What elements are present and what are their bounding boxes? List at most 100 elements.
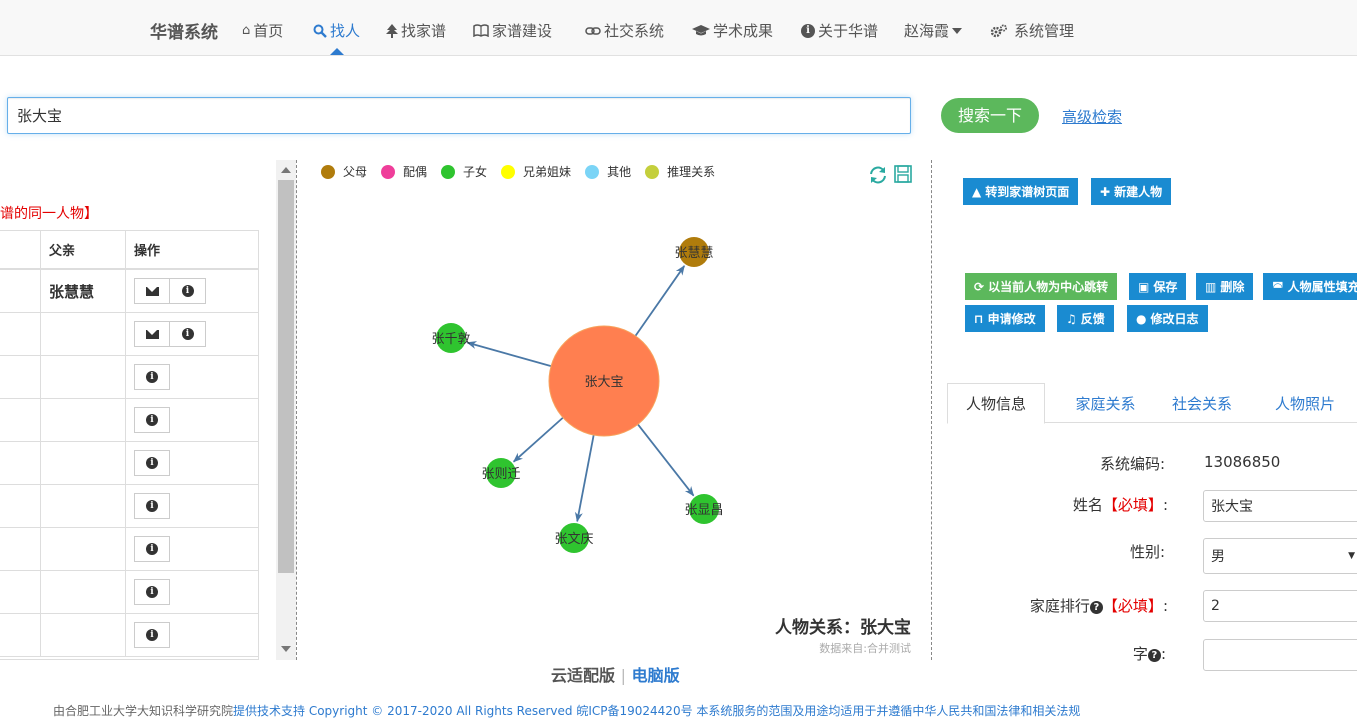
legend-label: 兄弟姐妹 (523, 165, 572, 179)
relation-edge (637, 423, 695, 497)
chevron-down-icon: ▼ (1348, 551, 1355, 561)
info-icon: i (146, 414, 158, 426)
scroll-thumb[interactable] (278, 180, 294, 573)
nav-find-genealogy[interactable]: 找家谱 (386, 20, 446, 41)
advanced-search-link[interactable]: 高级检索 (1062, 108, 1123, 126)
nav-genealogy-build[interactable]: 家谱建设 (473, 20, 552, 41)
goto-tree-button[interactable]: ▲转到家谱树页面 (963, 178, 1079, 205)
brand-logo-text[interactable]: 华谱系统 (150, 23, 218, 43)
info-button[interactable]: i (134, 622, 170, 648)
relative-node[interactable] (689, 494, 719, 524)
name-label: 姓名【必填】: (1072, 496, 1168, 514)
tab-person-info[interactable]: 人物信息 (947, 383, 1045, 424)
info-icon: i (146, 371, 158, 383)
info-button[interactable]: i (170, 321, 206, 347)
scroll-down-arrow[interactable] (281, 646, 291, 652)
save-button[interactable]: ▣保存 (1129, 273, 1187, 300)
tree-icon (386, 23, 398, 38)
legend-item[interactable]: 兄弟姐妹 (501, 163, 571, 180)
table-row: i (0, 614, 258, 657)
search-button[interactable]: 搜索一下 (941, 98, 1039, 133)
nav-user-dropdown[interactable]: 赵海霞 (904, 20, 963, 41)
relative-node-label: 张文庆 (554, 532, 593, 547)
center-person-node[interactable] (548, 325, 660, 437)
nav-social[interactable]: 社交系统 (585, 20, 664, 41)
relationship-graph-panel: 父母配偶子女兄弟姐妹其他推理关系 张大宝张慧慧张千敦张则迁张文庆张显昌 人物关系… (296, 160, 932, 660)
relation-edge (512, 416, 564, 463)
legend-dot (321, 164, 335, 179)
legend-dot (441, 164, 456, 179)
relation-edge (574, 434, 595, 523)
relative-node[interactable] (436, 323, 466, 353)
legend-item[interactable]: 推理关系 (645, 163, 715, 180)
name-input[interactable]: 张大宝 (1203, 490, 1357, 522)
scroll-up-arrow[interactable] (281, 167, 291, 173)
legend-item[interactable]: 配偶 (381, 163, 427, 180)
nav-academic[interactable]: 学术成果 (692, 20, 773, 41)
cloud-version-link[interactable]: 云适配版 (551, 666, 616, 685)
table-row: i (0, 528, 258, 571)
relative-node[interactable] (559, 523, 589, 553)
new-person-button[interactable]: ✚新建人物 (1091, 178, 1172, 205)
legend-item[interactable]: 其他 (585, 163, 631, 180)
actions-cell: i (126, 313, 258, 355)
tab-person-photos[interactable]: 人物照片 (1274, 394, 1335, 413)
tab-family-relations[interactable]: 家庭关系 (1075, 394, 1136, 413)
edit-log-button[interactable]: ●修改日志 (1127, 305, 1208, 332)
message-button[interactable] (134, 278, 170, 304)
center-jump-button[interactable]: ⟳以当前人物为中心跳转 (965, 273, 1118, 300)
request-edit-button[interactable]: ⊓申请修改 (965, 305, 1045, 332)
relative-node-label: 张则迁 (481, 467, 520, 482)
nav-home[interactable]: ⌂ 首页 (242, 20, 283, 41)
center-person-label: 张大宝 (584, 375, 623, 390)
info-icon: i (146, 457, 158, 469)
father-cell (41, 356, 126, 398)
footer-support-link[interactable]: 提供技术支持 Copyright © 2017-2020 All Rights … (233, 704, 1081, 718)
legend-item[interactable]: 父母 (321, 163, 367, 180)
tab-social-relations[interactable]: 社会关系 (1171, 394, 1232, 413)
relative-node[interactable] (486, 458, 516, 488)
info-button[interactable]: i (134, 579, 170, 605)
zi-input[interactable] (1203, 639, 1357, 671)
info-button[interactable]: i (134, 450, 170, 476)
pc-version-link[interactable]: 电脑版 (631, 666, 680, 685)
legend-item[interactable]: 子女 (441, 163, 487, 180)
relative-node[interactable] (679, 237, 709, 267)
search-input[interactable] (7, 97, 911, 134)
nav-find-person[interactable]: 找人 (313, 20, 360, 41)
nav-social-label: 社交系统 (604, 22, 665, 40)
legend-dot (585, 164, 600, 179)
message-button[interactable] (134, 321, 170, 347)
gender-select[interactable]: 男 ▼ (1203, 538, 1357, 574)
gender-label: 性别: (1129, 543, 1165, 561)
left-scrollbar[interactable] (276, 160, 296, 660)
info-button[interactable]: i (134, 536, 170, 562)
father-cell (41, 571, 126, 613)
info-button[interactable]: i (170, 278, 206, 304)
info-button[interactable]: i (134, 493, 170, 519)
graph-legend: 父母 配偶子女 兄弟姐妹其他推理关系 (321, 163, 729, 180)
rank-input[interactable]: 2 (1203, 590, 1357, 622)
info-button[interactable]: i (134, 407, 170, 433)
question-icon[interactable]: ? (1089, 601, 1103, 614)
legend-label: 父母 (343, 165, 368, 179)
nav-system-admin[interactable]: 系统管理 (990, 20, 1074, 41)
top-navbar: 华谱系统 ⌂ 首页 找人 找家谱 家谱建设 社交系统 学术成果 i 关于华谱 赵… (0, 0, 1357, 56)
nav-user-name: 赵海霞 (904, 22, 950, 40)
question-icon[interactable]: ? (1147, 649, 1161, 662)
envelope-icon (145, 329, 159, 339)
attribute-fill-button[interactable]: ◚人物属性填充 (1263, 273, 1357, 300)
link-icon (585, 26, 601, 35)
delete-button[interactable]: ▥删除 (1196, 273, 1254, 300)
info-button[interactable]: i (134, 364, 170, 390)
feedback-button[interactable]: ♫反馈 (1057, 305, 1114, 332)
info-icon: i (146, 629, 158, 641)
father-cell (41, 614, 126, 656)
nav-about[interactable]: i 关于华谱 (801, 20, 878, 41)
save-image-icon[interactable] (894, 165, 912, 183)
relation-edge (466, 341, 552, 367)
legend-label: 配偶 (403, 165, 428, 179)
nav-find-genealogy-label: 找家谱 (401, 22, 447, 40)
refresh-icon[interactable] (868, 165, 888, 185)
caret-down-icon (952, 27, 963, 34)
